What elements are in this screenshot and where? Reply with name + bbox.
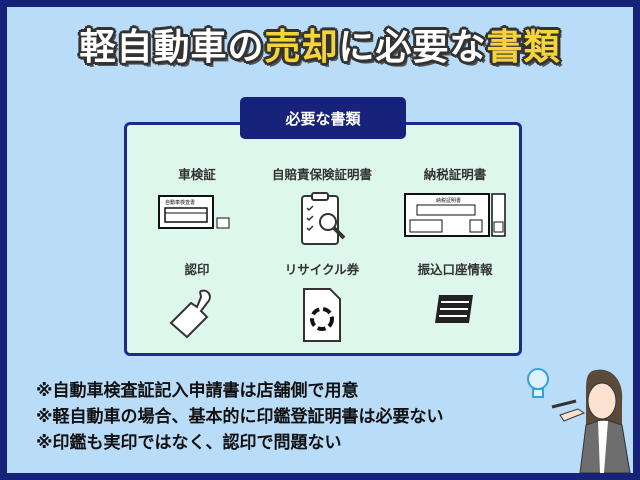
document-item: 振込口座情報 bbox=[385, 259, 525, 327]
recycle-document-icon bbox=[303, 288, 341, 342]
document-item: 自賠責保険証明書 bbox=[252, 164, 392, 248]
stamp-icon bbox=[169, 289, 211, 339]
document-item: 車検証 自動車検査書 bbox=[127, 164, 267, 232]
title-part: 軽自動車の bbox=[79, 27, 265, 68]
icon-text: 自動車検査書 bbox=[165, 199, 195, 206]
page-title: 軽自動車の売却に必要な書類 bbox=[0, 18, 640, 70]
vehicle-inspection-certificate-icon: 自動車検査書 bbox=[158, 195, 230, 229]
notes: ※自動車検査証記入申請書は店舗側で用意 ※軽自動車の場合、基本的に印鑑登証明書は… bbox=[36, 378, 444, 456]
title-part: に必要な bbox=[338, 27, 487, 68]
document-item: 認印 bbox=[127, 259, 267, 339]
title-highlight: 書類 bbox=[486, 27, 561, 68]
title-highlight: 売却 bbox=[264, 27, 339, 68]
icon-text: 納税証明書 bbox=[436, 197, 461, 204]
document-item: リサイクル券 bbox=[252, 259, 392, 343]
document-label: 納税証明書 bbox=[423, 167, 487, 182]
note-line: ※印鑑も実印ではなく、認印で問題ない bbox=[36, 433, 342, 453]
section-label: 必要な書類 bbox=[240, 97, 406, 139]
lightbulb-icon bbox=[527, 368, 549, 398]
tax-certificate-icon: 納税証明書 bbox=[404, 193, 506, 237]
note-line: ※軽自動車の場合、基本的に印鑑登証明書は必要ない bbox=[36, 407, 444, 427]
document-label: リサイクル券 bbox=[284, 262, 360, 277]
document-item: 納税証明書 納税証明書 bbox=[385, 164, 525, 238]
note-line: ※自動車検査証記入申請書は店舗側で用意 bbox=[36, 381, 359, 401]
document-label: 車検証 bbox=[178, 167, 216, 182]
document-label: 認印 bbox=[184, 262, 210, 277]
presenter-illustration bbox=[527, 368, 631, 473]
document-label: 振込口座情報 bbox=[417, 262, 493, 277]
document-label: 自賠責保険証明書 bbox=[271, 167, 372, 182]
bankbook-icon bbox=[435, 295, 473, 323]
clipboard-magnifier-icon bbox=[301, 192, 346, 245]
